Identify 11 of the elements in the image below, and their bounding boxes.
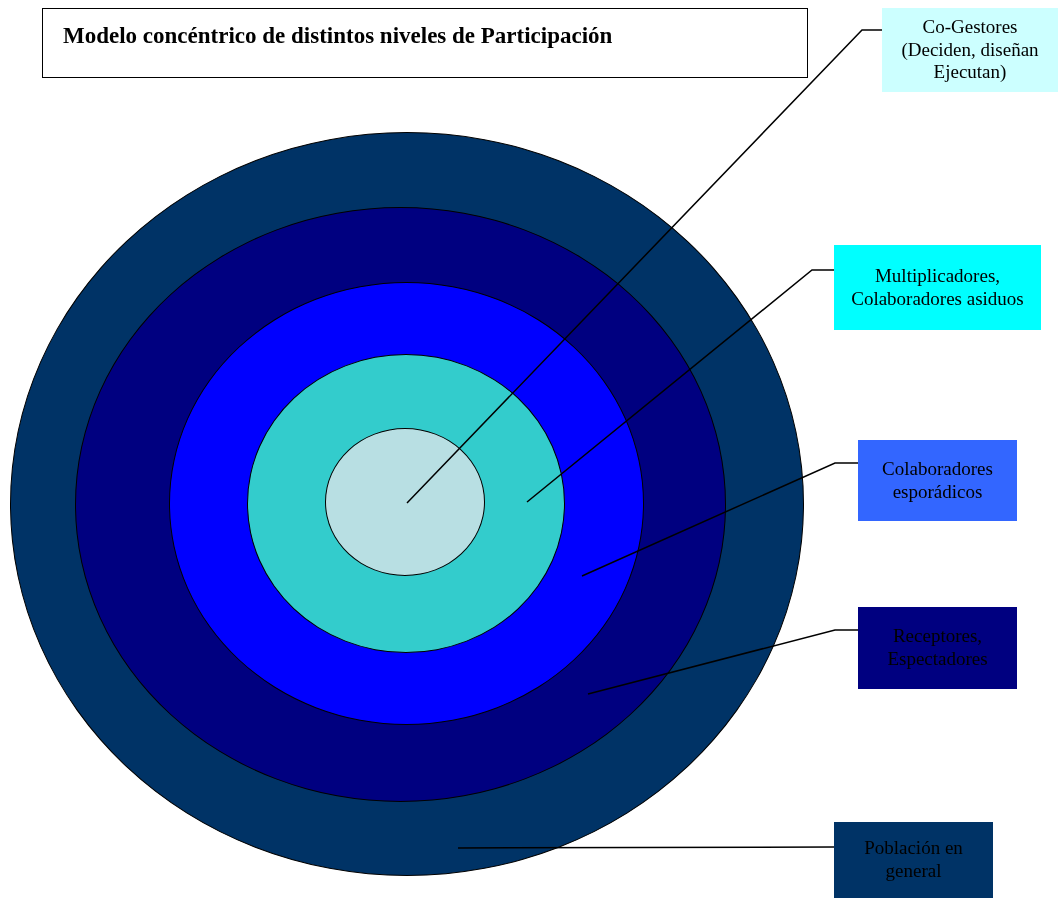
label-text: Multiplicadores, Colaboradores asiduos [850, 264, 1025, 311]
leader-line [587, 629, 859, 695]
leader-line [457, 846, 835, 849]
leader-line [406, 29, 883, 504]
label-text: Colaboradores esporádicos [881, 457, 994, 504]
label-text: Población en general [863, 837, 964, 883]
leader-line [581, 462, 859, 577]
label-text: Receptores, Espectadores [886, 625, 989, 671]
leader-line [526, 269, 835, 503]
title: Modelo concéntrico de distintos niveles de Participación [42, 8, 808, 78]
label-text: Co-Gestores (Deciden, diseñan Ejecutan) [900, 15, 1040, 85]
